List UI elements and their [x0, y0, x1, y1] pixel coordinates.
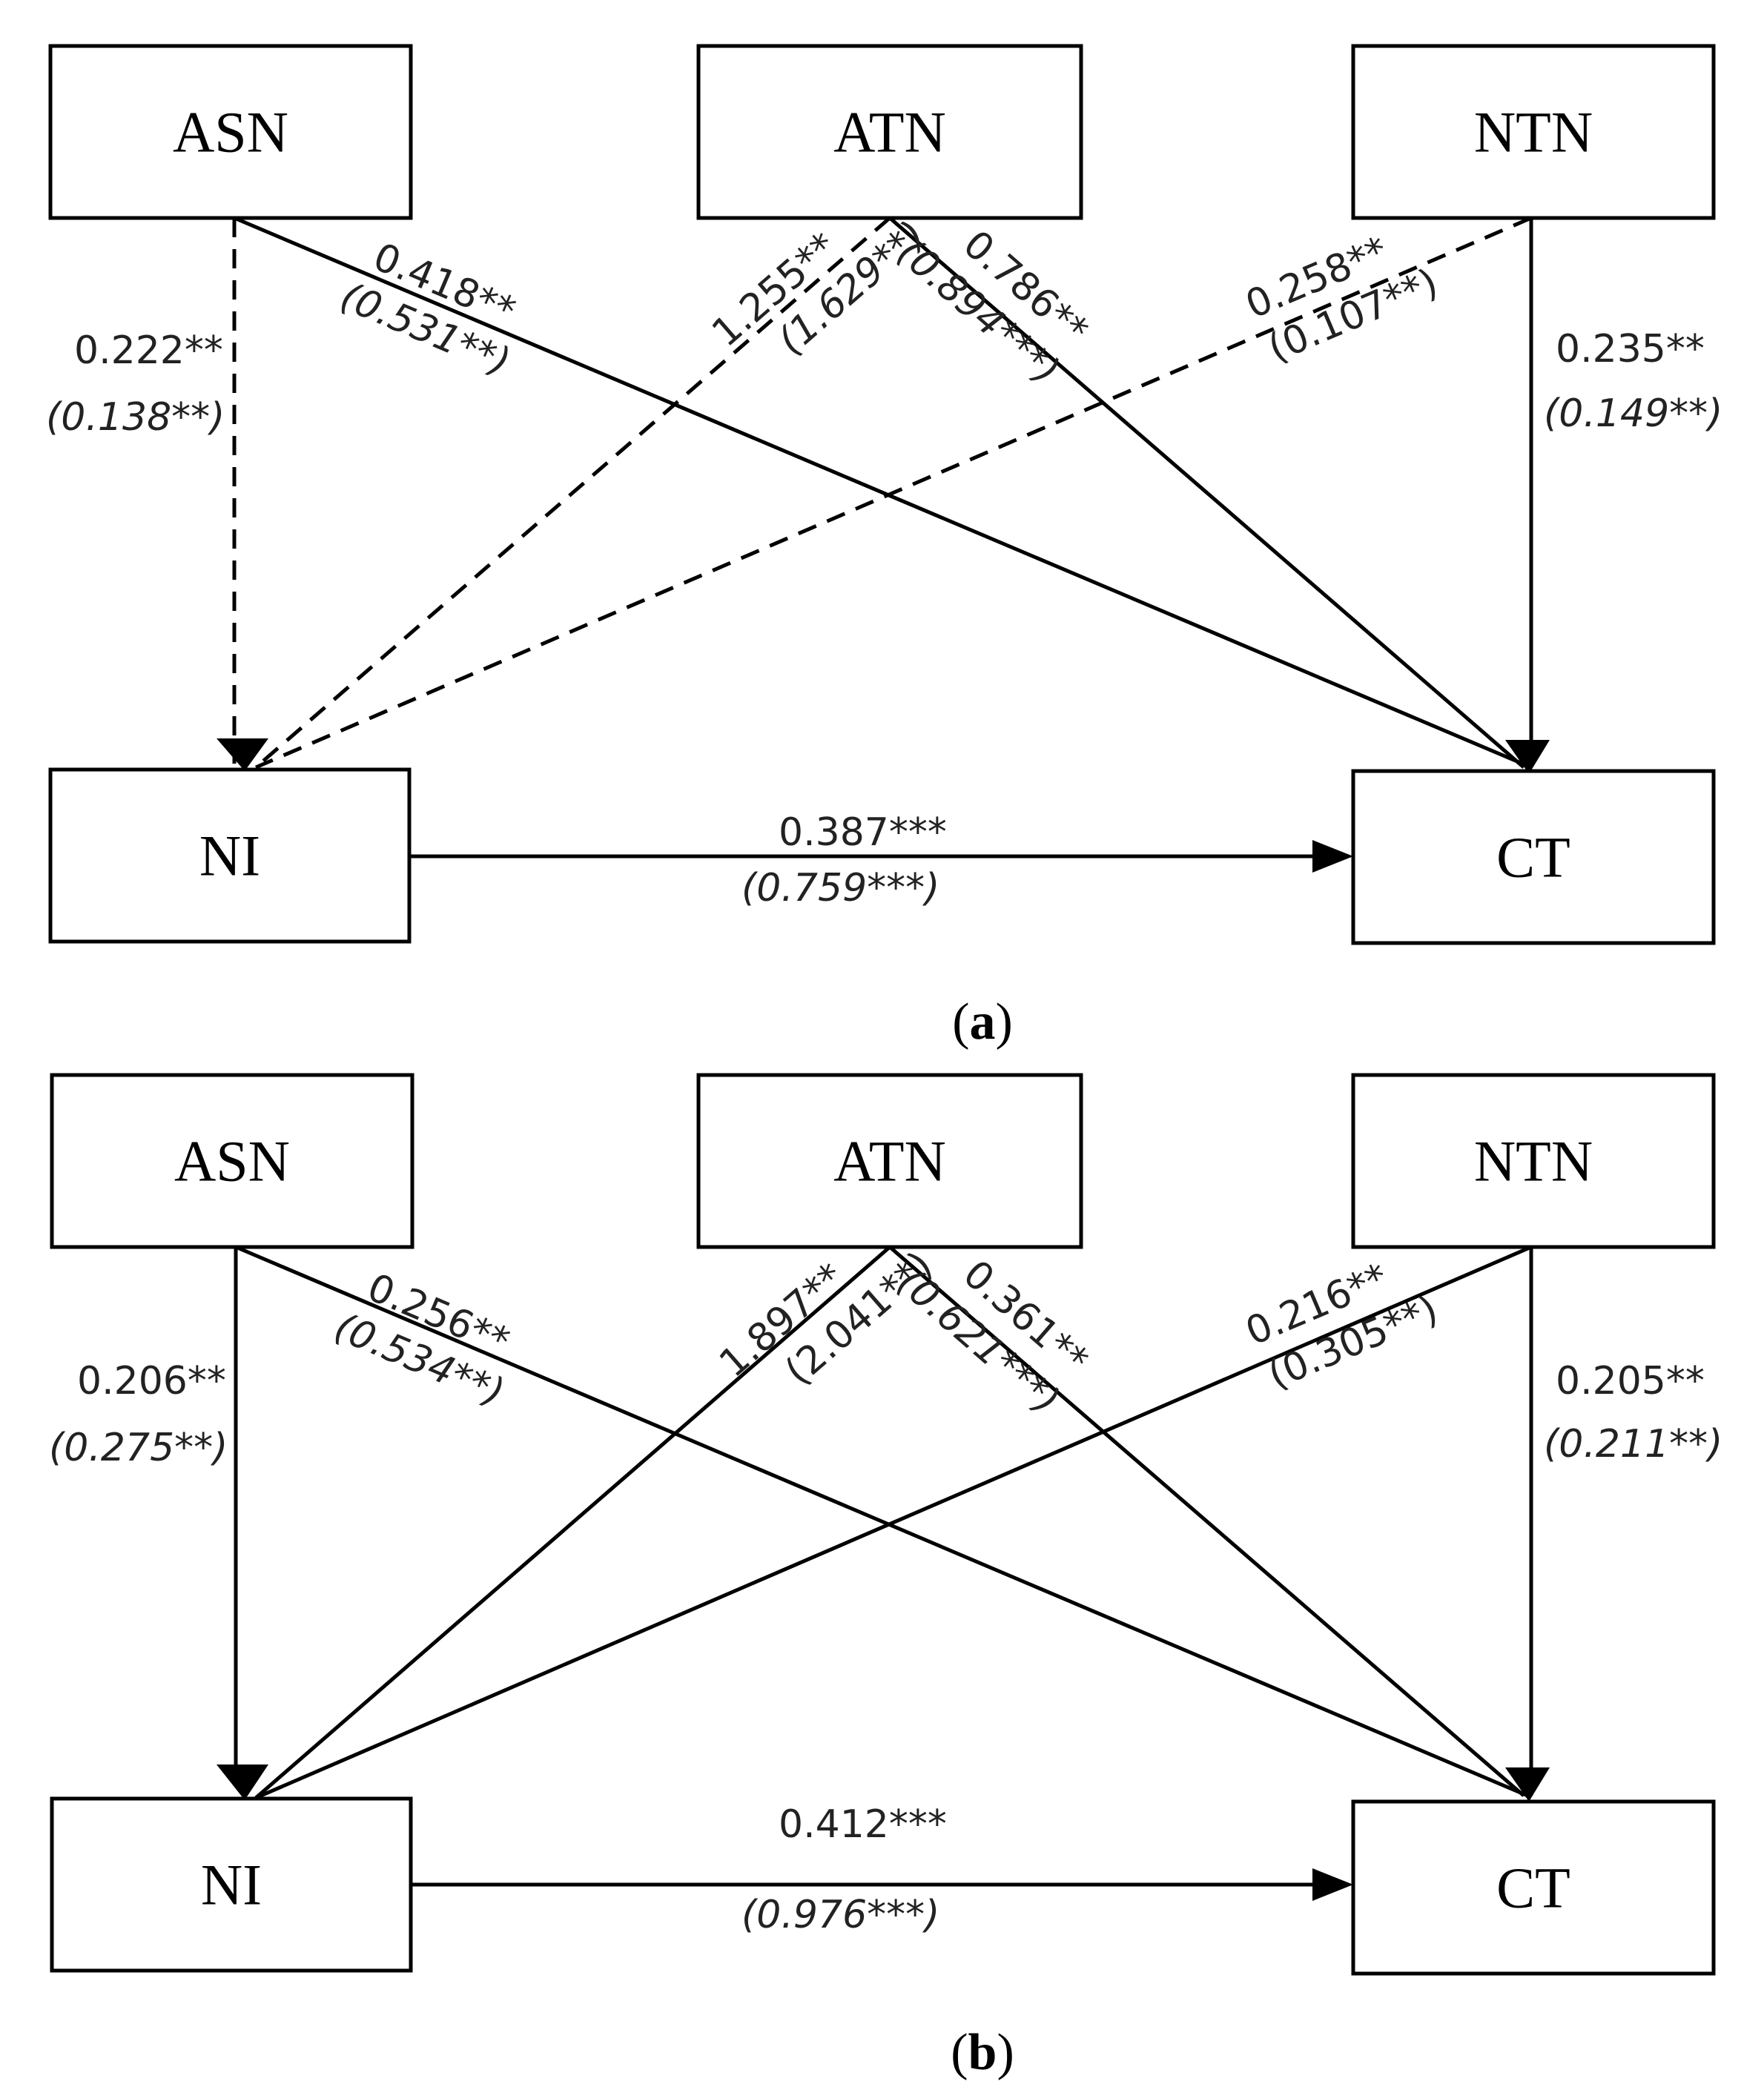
- arrowhead-ni-a: [217, 738, 268, 771]
- node-atn-b: ATN: [696, 1073, 1083, 1249]
- edge-atn-ni-b: [254, 1246, 891, 1799]
- edge-atn-ct-a: [888, 216, 1525, 769]
- coef2-ntn-ct-b: (0.211**): [1544, 1422, 1722, 1466]
- coef2-ni-ct-b: (0.976***): [741, 1893, 939, 1937]
- edge-ntn-ni-b: [255, 1245, 1532, 1800]
- svg-text:NTN: NTN: [1474, 1129, 1593, 1194]
- node-asn-a: ASN: [48, 44, 413, 220]
- svg-text:ATN: ATN: [833, 1129, 946, 1194]
- svg-text:ASN: ASN: [173, 100, 288, 165]
- svg-text:ATN: ATN: [833, 100, 946, 165]
- svg-text:NI: NI: [201, 1853, 262, 1917]
- edge-atn-ni-a: [254, 216, 891, 769]
- node-ni-a: NI: [48, 767, 412, 944]
- edge-asn-ct-a: [234, 216, 1532, 770]
- coef-ni-ct-b: 0.412***: [779, 1802, 947, 1847]
- coef2-asn-ni-a: (0.138**): [46, 395, 225, 440]
- panel-b: ASN ATN NTN NI CT 0.206** (0.275**) 0.25…: [49, 1073, 1722, 1976]
- node-ct-b: CT: [1351, 1799, 1716, 1976]
- panel-label-a: (a): [952, 993, 1013, 1051]
- arrowhead-ni-ct-a: [1312, 840, 1353, 873]
- panel-label-b: (b): [951, 2024, 1014, 2081]
- arrowhead-ct-b: [1505, 1767, 1550, 1802]
- svg-text:NTN: NTN: [1474, 100, 1593, 165]
- node-atn-a: ATN: [696, 44, 1083, 220]
- svg-text:NI: NI: [199, 824, 260, 888]
- coef-ntn-ct-b: 0.205**: [1556, 1359, 1705, 1403]
- edge-ntn-ni-a: [255, 216, 1532, 770]
- coef-asn-ni-b: 0.206**: [77, 1359, 226, 1403]
- coef-asn-ni-a: 0.222**: [74, 328, 223, 373]
- node-asn-b: ASN: [50, 1073, 414, 1249]
- svg-text:CT: CT: [1496, 1856, 1570, 1920]
- arrowhead-ni-b: [217, 1764, 268, 1800]
- panel-a: ASN ATN NTN NI CT 0.222** (0.138**) 0.41…: [46, 44, 1722, 945]
- edge-atn-ct-b: [888, 1246, 1525, 1797]
- coef2-ntn-ct-a: (0.149**): [1544, 391, 1722, 436]
- node-ni-b: NI: [50, 1796, 413, 1973]
- node-ntn-a: NTN: [1351, 44, 1716, 220]
- arrowhead-ni-ct-b: [1312, 1868, 1353, 1901]
- coef2-ni-ct-a: (0.759***): [741, 866, 939, 910]
- coef2-asn-ni-b: (0.275**): [49, 1426, 228, 1470]
- node-ct-a: CT: [1351, 769, 1716, 945]
- svg-text:ASN: ASN: [174, 1129, 290, 1194]
- arrowhead-ct-a: [1505, 740, 1550, 774]
- svg-text:CT: CT: [1496, 825, 1570, 890]
- coef-ntn-ct-a: 0.235**: [1556, 327, 1705, 371]
- edge-asn-ct-b: [235, 1245, 1528, 1798]
- coef-ni-ct-a: 0.387***: [779, 810, 947, 855]
- node-ntn-b: NTN: [1351, 1073, 1716, 1249]
